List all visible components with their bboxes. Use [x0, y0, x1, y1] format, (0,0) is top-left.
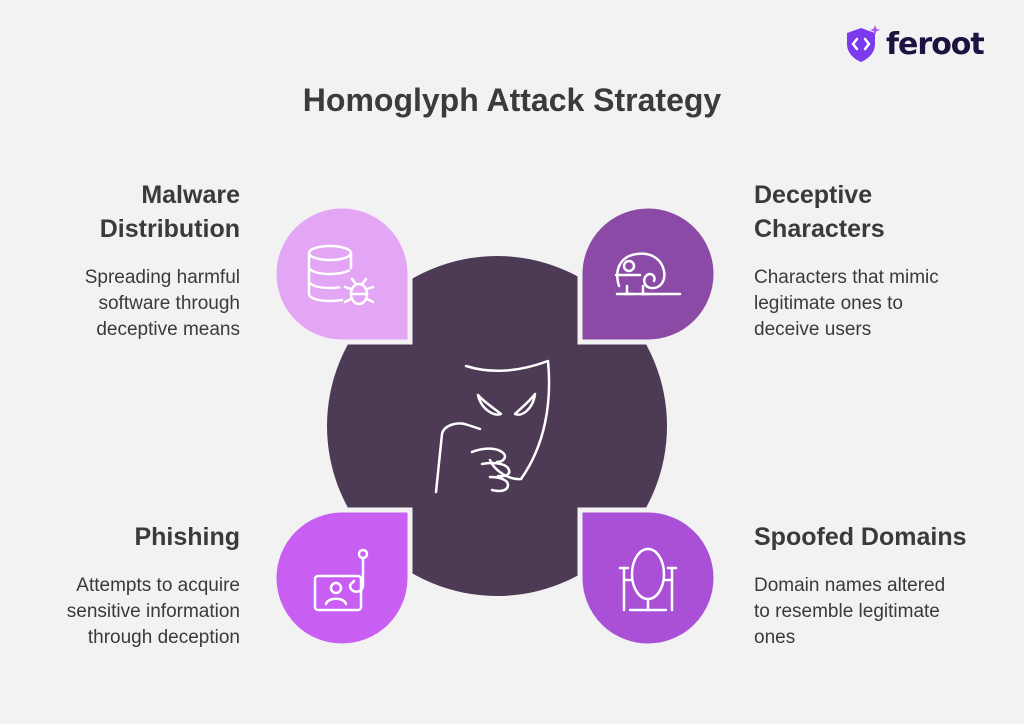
malware-heading-line2: Distribution [99, 215, 240, 243]
spoofed-desc-line3: ones [754, 627, 796, 648]
deceptive-desc-line1: Characters that mimic [754, 267, 939, 288]
phishing-desc-line1: Attempts to acquire [76, 575, 240, 596]
malware-description: Spreading harmful software through decep… [85, 265, 240, 343]
phishing-description: Attempts to acquire sensitive informatio… [67, 573, 240, 651]
feroot-shield-icon [847, 25, 880, 62]
malware-heading-line1: Malware [141, 181, 240, 209]
malware-desc-line2: software through [98, 293, 240, 314]
deceptive-description: Characters that mimic legitimate ones to… [754, 265, 939, 343]
phishing-hook-icon [313, 548, 369, 612]
spoofed-heading: Spoofed Domains [754, 520, 967, 554]
phishing-desc-line2: sensitive information [66, 601, 240, 622]
phishing-heading: Phishing [134, 520, 240, 554]
chameleon-icon [614, 252, 682, 296]
deceptive-heading-line1: Deceptive [754, 181, 873, 209]
deceptive-heading: Deceptive Characters [754, 178, 885, 246]
deceptive-desc-line2: legitimate ones to [754, 293, 903, 314]
spoofed-petal [577, 507, 719, 649]
brand-logo: feroot [844, 24, 985, 64]
spoofed-desc-line1: Domain names altered [754, 575, 946, 596]
mask-hand-icon [434, 359, 551, 494]
brand-name: feroot [886, 26, 985, 62]
phishing-petal [271, 507, 413, 649]
spoofed-description: Domain names altered to resemble legitim… [754, 573, 945, 651]
malware-heading: Malware Distribution [100, 178, 240, 246]
phishing-heading-line1: Phishing [134, 523, 240, 551]
phishing-desc-line3: through deception [87, 627, 240, 648]
malware-desc-line3: deceptive means [96, 319, 240, 340]
deceptive-desc-line3: deceive users [754, 319, 872, 340]
database-bug-icon [307, 244, 375, 306]
deceptive-heading-line2: Characters [754, 215, 885, 243]
malware-desc-line1: Spreading harmful [84, 267, 240, 288]
spoofed-heading-line1: Spoofed Domains [754, 523, 967, 551]
page-title: Homoglyph Attack Strategy [302, 82, 722, 118]
spoofed-desc-line2: to resemble legitimate [754, 601, 940, 622]
mirror-icon [618, 547, 678, 612]
